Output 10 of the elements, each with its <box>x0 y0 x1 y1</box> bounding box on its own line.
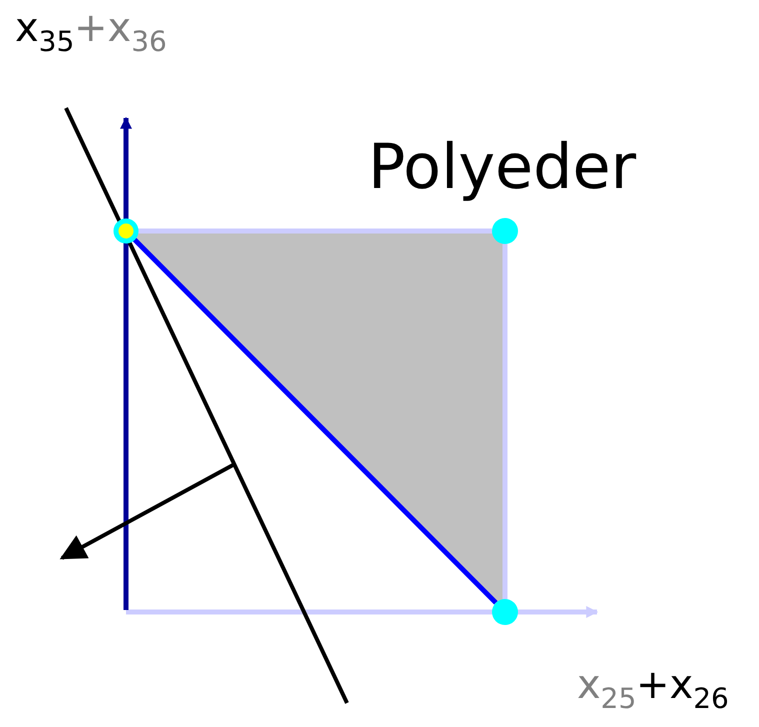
polyhedron-edge <box>502 244 508 599</box>
axis-label: +x$_{26}$ <box>636 665 729 713</box>
vertex-point <box>492 599 518 625</box>
polyhedron-edge <box>138 228 492 234</box>
vertex-point <box>492 218 518 244</box>
optimal-vertex-point <box>114 218 138 244</box>
axis-label: +x$_{36}$ <box>74 8 167 56</box>
axis-label: x$_{25}$ <box>577 665 636 713</box>
polyhedron-edge <box>132 238 498 605</box>
axis-label: x$_{35}$ <box>15 8 74 56</box>
